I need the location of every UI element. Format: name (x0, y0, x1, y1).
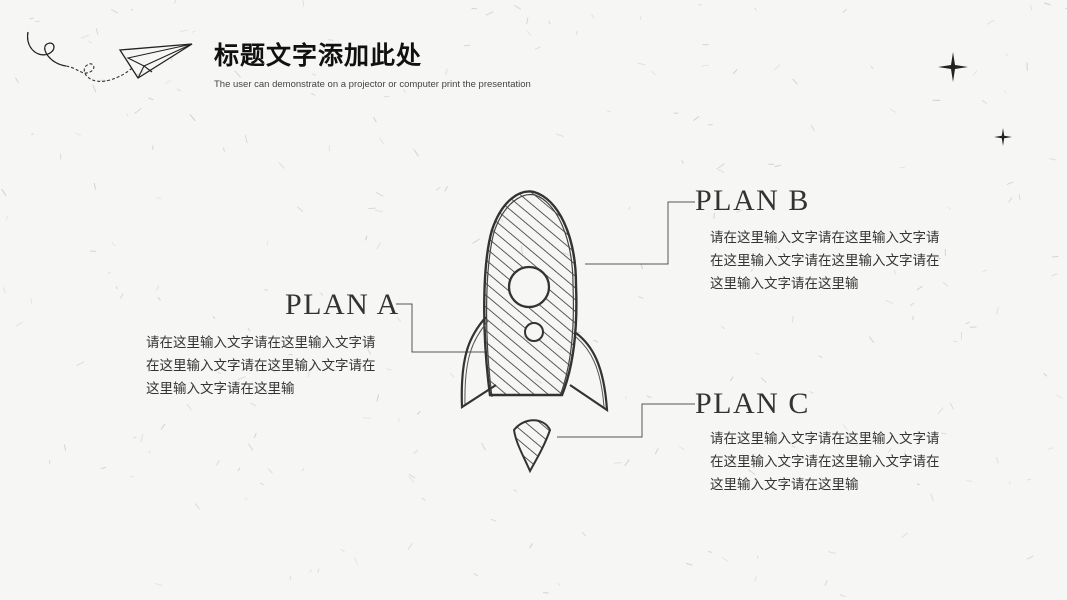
plan-b-text: 请在这里输入文字请在这里输入文字请在这里输入文字请在这里输入文字请在这里输入文字… (710, 230, 940, 292)
page-subtitle: The user can demonstrate on a projector … (214, 79, 531, 90)
sparkle-icon (994, 128, 1012, 146)
sparkle-icon (938, 52, 968, 82)
plan-a-title: PLAN A (285, 288, 400, 321)
page-title: 标题文字添加此处 (214, 41, 423, 70)
plan-b-title: PLAN B (695, 184, 810, 217)
plan-c-title: PLAN C (695, 387, 810, 420)
rocket-icon (460, 190, 609, 474)
plan-c-text: 请在这里输入文字请在这里输入文字请在这里输入文字请在这里输入文字请在这里输入文字… (710, 431, 940, 493)
plan-a-text: 请在这里输入文字请在这里输入文字请在这里输入文字请在这里输入文字请在这里输入文字… (146, 335, 376, 397)
paper-plane-icon (26, 31, 193, 82)
